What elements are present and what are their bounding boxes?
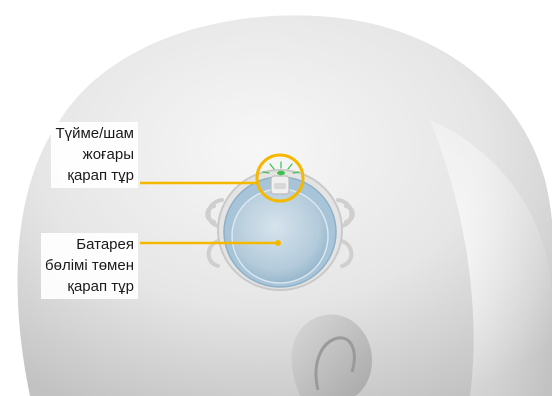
- callout-button-line-1: Түйме/шам: [55, 123, 134, 144]
- callout-battery-line-1: Батарея: [45, 234, 134, 255]
- callout-button-line-3: қарап тұр: [55, 165, 134, 186]
- callout-button-light: Түйме/шам жоғары қарап тұр: [51, 122, 138, 188]
- callout-button-line-2: жоғары: [55, 144, 134, 165]
- callout-battery-line-2: бөлімі төмен: [45, 255, 134, 276]
- leader-dot-battery: [275, 240, 281, 246]
- callout-battery: Батарея бөлімі төмен қарап тұр: [41, 233, 138, 299]
- status-light: [277, 171, 285, 175]
- callout-battery-line-3: қарап тұр: [45, 276, 134, 297]
